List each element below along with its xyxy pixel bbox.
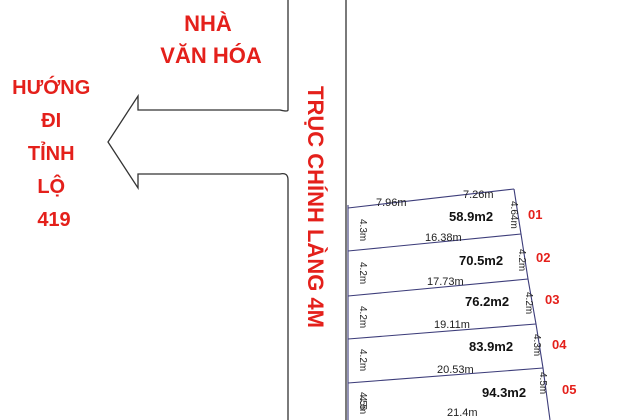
direction-line-1: HƯỚNG: [12, 75, 90, 99]
lot-04-right-depth: 4.3m: [531, 334, 542, 356]
lot-boundaries: [347, 188, 551, 420]
lot-04-left-depth: 4.2m: [357, 349, 368, 371]
lot-line: [347, 278, 529, 297]
lot-04-area: 83.9m2: [469, 339, 513, 354]
lot-01-width-b: 7.26m: [463, 189, 494, 201]
lot-01-width-a: 7.96m: [376, 197, 407, 209]
direction-line-2: ĐI: [41, 110, 61, 132]
lot-02-right-depth: 4.2m: [516, 249, 527, 271]
lot-05-width: 20.53m: [437, 364, 474, 376]
lot-03-area: 76.2m2: [465, 294, 509, 309]
cultural-house-line-2: VĂN HÓA: [160, 43, 262, 68]
cultural-house-label: NHÀ VĂN HÓA: [160, 11, 262, 68]
main-road-label: TRỤC CHÍNH LÀNG 4M: [303, 86, 328, 328]
lot-02-number: 02: [536, 250, 550, 265]
direction-line-5: 419: [37, 209, 70, 231]
cultural-house-line-1: NHÀ: [184, 11, 232, 36]
lot-06-width: 21.4m: [447, 407, 478, 419]
lot-06-left-depth: 4.5: [357, 396, 368, 410]
lot-line: [347, 367, 544, 384]
direction-line-4: LỘ: [37, 174, 65, 198]
lot-02-area: 70.5m2: [459, 253, 503, 268]
lot-02-left-depth: 4.2m: [357, 262, 368, 284]
lot-02-width: 16.38m: [425, 232, 462, 244]
lot-05-area: 94.3m2: [482, 385, 526, 400]
lot-01-area: 58.9m2: [449, 209, 493, 224]
lot-01-right-depth: 4.64m: [508, 201, 519, 229]
lot-03-width: 17.73m: [427, 276, 464, 288]
lot-line: [347, 233, 522, 252]
lot-05-right-depth: 4.5m: [537, 372, 548, 394]
lot-03-right-depth: 4.2m: [523, 292, 534, 314]
lot-01-number: 01: [528, 207, 542, 222]
lot-03-left-depth: 4.2m: [357, 306, 368, 328]
lot-04-number: 04: [552, 337, 567, 352]
road-outline-left: [107, 0, 289, 420]
lot-05-number: 05: [562, 382, 576, 397]
lot-rear-line: [513, 188, 551, 420]
lot-line: [347, 323, 537, 340]
direction-line-3: TỈNH: [28, 142, 75, 165]
lot-04-width: 19.11m: [434, 319, 470, 331]
direction-label: HƯỚNG ĐI TỈNH LỘ 419: [12, 75, 96, 231]
lot-05-left-depth: 4.5m: [357, 392, 368, 414]
lot-line: [347, 188, 515, 209]
lot-03-number: 03: [545, 292, 559, 307]
lot-01-left-depth: 4.3m: [357, 219, 368, 241]
